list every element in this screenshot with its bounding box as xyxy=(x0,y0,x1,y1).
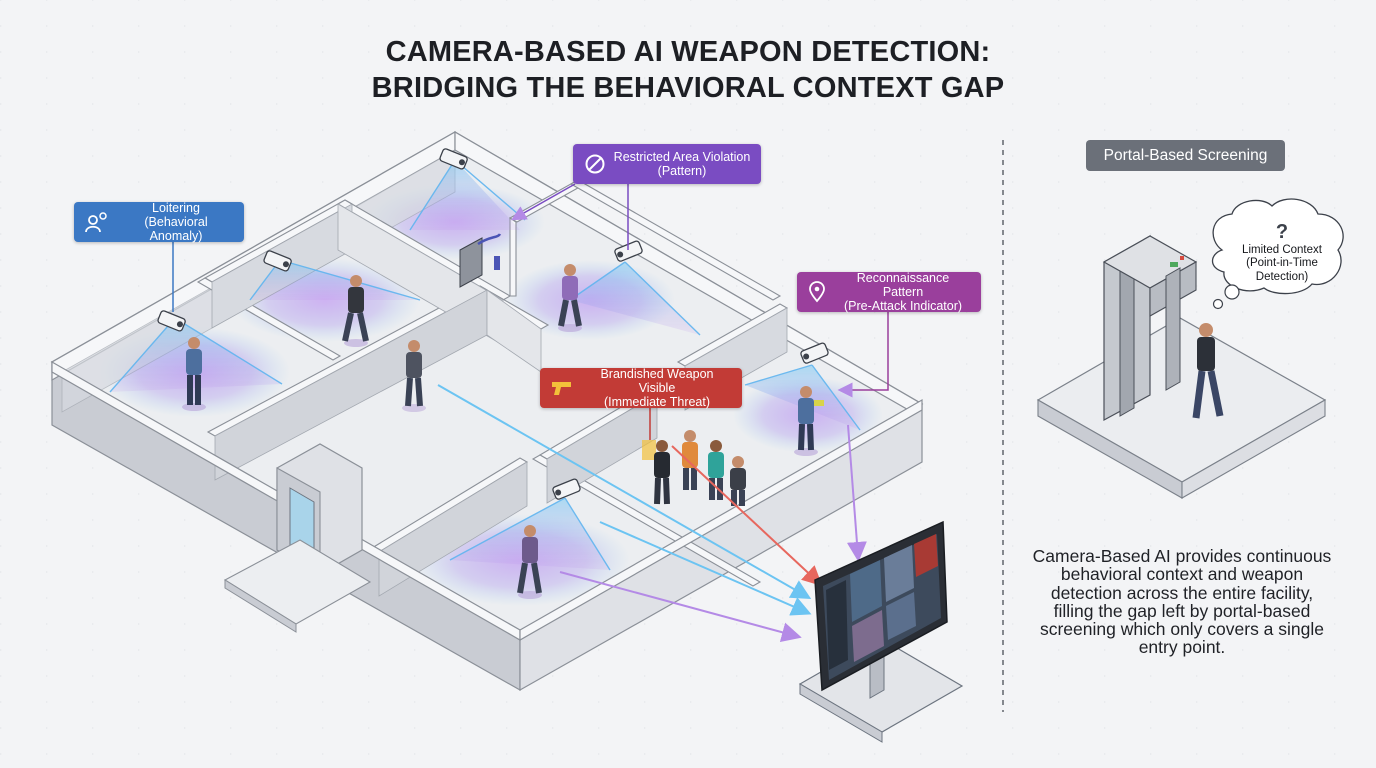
people xyxy=(182,264,824,599)
callout-restricted-area: Restricted Area Violation (Pattern) xyxy=(573,144,761,184)
handgun-icon xyxy=(552,382,571,395)
summary-description: Camera-Based AI provides continuous beha… xyxy=(1032,546,1332,658)
callout-recon-title: Reconnaissance Pattern xyxy=(856,271,950,299)
camera-icon xyxy=(552,478,581,500)
callout-connectors xyxy=(172,183,889,440)
callout-restricted-title: Restricted Area Violation xyxy=(613,150,751,164)
entrance xyxy=(223,443,372,633)
monitor xyxy=(798,520,964,743)
question-mark-icon: ? xyxy=(1275,220,1289,243)
callout-loitering-subtitle: (Behavioral Anomaly) xyxy=(144,215,208,243)
no-entry-icon xyxy=(585,154,605,174)
callout-weapon-subtitle: (Immediate Threat) xyxy=(603,395,711,409)
map-pin-icon xyxy=(809,281,825,303)
camera-icon xyxy=(439,148,468,170)
camera-icon xyxy=(263,250,292,272)
person-armed xyxy=(642,440,670,505)
person-recon xyxy=(794,386,824,456)
restricted-door xyxy=(459,233,502,288)
person-bystander xyxy=(682,430,698,490)
person-restricted xyxy=(558,264,582,332)
data-flow-arrows xyxy=(437,384,867,642)
callout-loitering: Loitering (Behavioral Anomaly) xyxy=(74,201,244,243)
callout-brandished-weapon: Brandished Weapon Visible (Immediate Thr… xyxy=(540,367,742,409)
camera-icon xyxy=(157,310,186,332)
callout-loitering-title: Loitering xyxy=(152,201,200,215)
person-bystander xyxy=(708,440,724,500)
camera-icon xyxy=(614,240,643,262)
camera-icon xyxy=(800,342,829,364)
thought-line-3: Detection) xyxy=(1255,270,1309,283)
person-bottom-room xyxy=(517,525,542,599)
cameras xyxy=(157,148,829,500)
person-screening xyxy=(1192,323,1224,419)
callout-restricted-subtitle: (Pattern) xyxy=(657,164,707,178)
person-hallway xyxy=(402,340,426,412)
portal-scene xyxy=(1036,198,1344,499)
person-thought-icon xyxy=(85,212,107,233)
wall-front-right xyxy=(519,398,923,642)
thought-line-1: Limited Context xyxy=(1242,243,1322,256)
thought-line-2: (Point-in-Time xyxy=(1246,257,1318,270)
title-line-1: CAMERA-BASED AI WEAPON DETECTION: xyxy=(385,36,991,68)
callout-reconnaissance: Reconnaissance Pattern (Pre-Attack Indic… xyxy=(797,271,981,313)
thought-bubble-text: ? Limited Context (Point-in-Time Detecti… xyxy=(1222,222,1342,284)
thought-bubble xyxy=(1211,198,1344,310)
portal-screening-label: Portal-Based Screening xyxy=(1086,140,1285,171)
person-loitering xyxy=(182,337,206,411)
callout-recon-subtitle: (Pre-Attack Indicator) xyxy=(843,299,963,313)
title-line-2: BRIDGING THE BEHAVIORAL CONTEXT GAP xyxy=(371,72,1005,104)
person-walking xyxy=(342,275,369,347)
metal-detector xyxy=(1102,234,1198,422)
page-title: CAMERA-BASED AI WEAPON DETECTION: BRIDGI… xyxy=(0,34,1376,106)
callout-weapon-title: Brandished Weapon Visible xyxy=(600,367,714,395)
